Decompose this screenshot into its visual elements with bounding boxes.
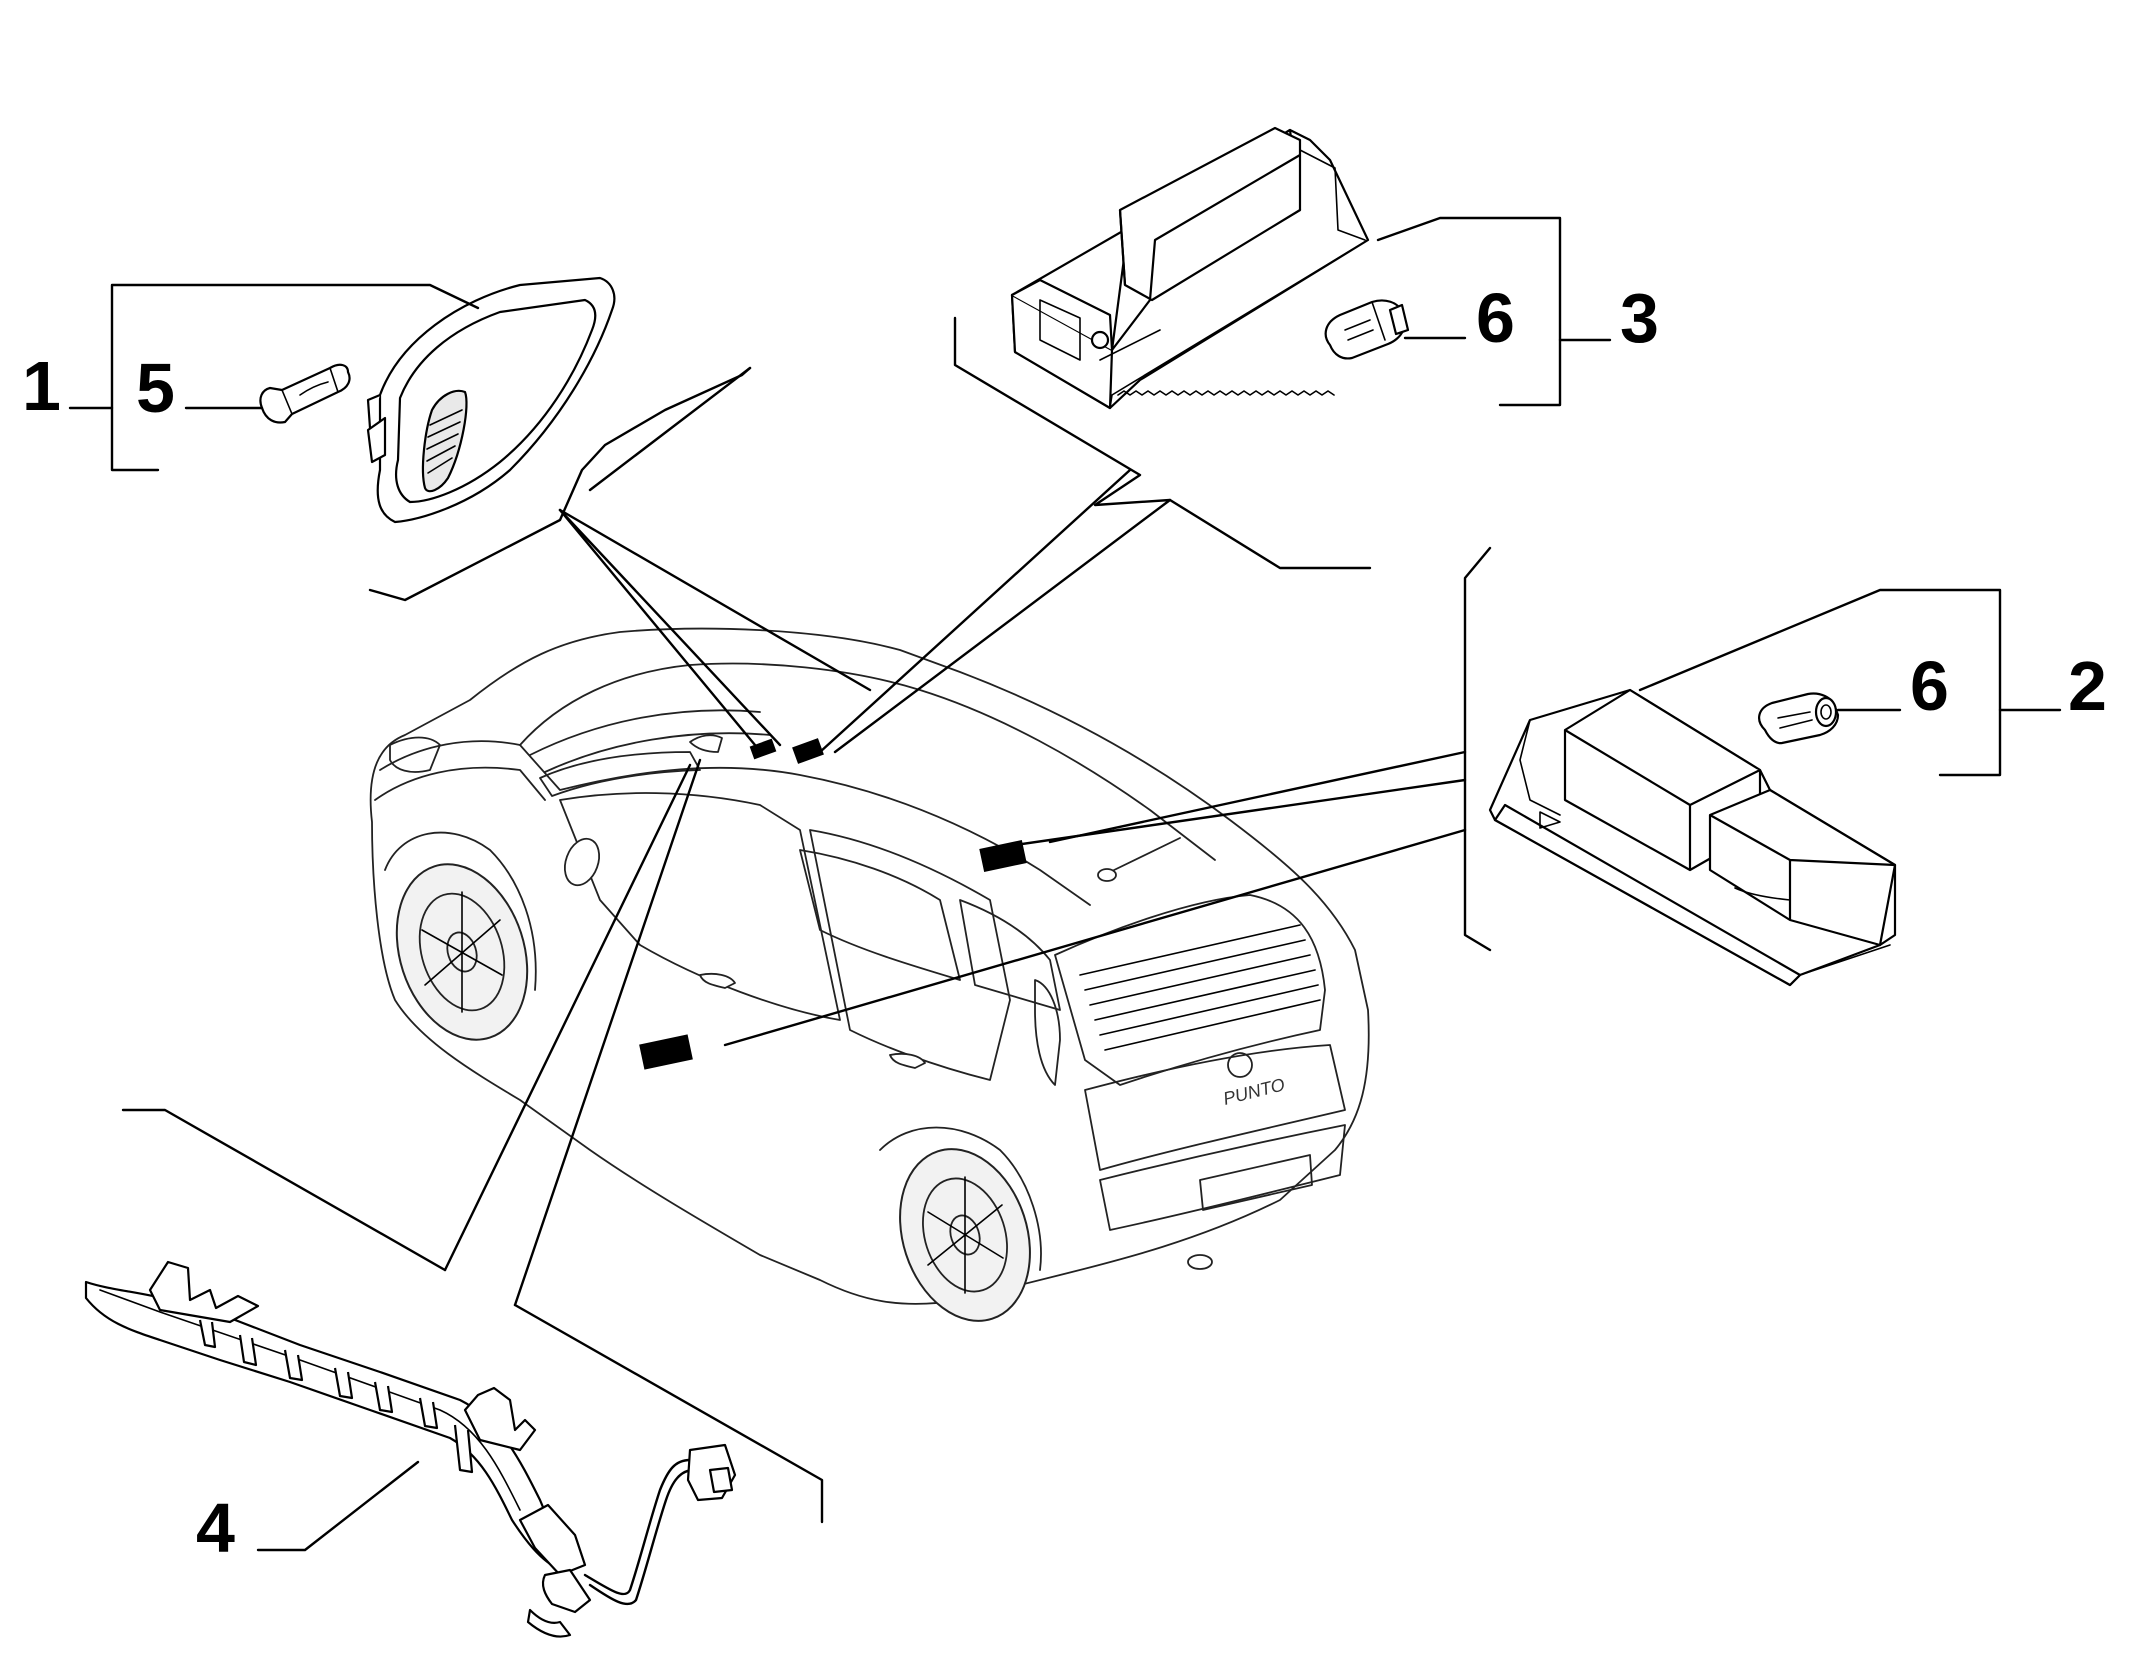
callout-2: 2 [2068,647,2107,725]
part-4-wiring-harness [84,1260,737,1638]
car-body [369,627,1370,1305]
cargo-lamp-marker [979,839,1027,873]
callout-4: 4 [196,1489,235,1567]
callout-6-top: 6 [1476,279,1515,357]
part-5-festoon-bulb [259,363,351,424]
door-lamp-marker [639,1034,693,1070]
callout-6-right: 6 [1910,647,1949,725]
callout-5: 5 [136,349,175,427]
callout-3: 3 [1620,279,1659,357]
part-6-wedge-bulb-right [1758,692,1840,745]
callout-labels: 1 5 6 3 6 2 4 [22,279,2107,1567]
callout-1: 1 [22,347,61,425]
side-mirror [563,837,601,887]
part-6-wedge-bulb-top [1324,299,1410,360]
courtesy-lamp-marker-2 [792,738,824,764]
courtesy-lamp-marker-1 [749,738,777,760]
part-1-courtesy-lamp [366,276,616,524]
leader-lines [68,216,2062,1552]
part-2-lamp-assembly [1488,688,1897,987]
car-illustration: PUNTO [369,627,1370,1322]
part-3-lamp-assembly [1010,126,1370,410]
brand-emblem [1227,1052,1253,1078]
